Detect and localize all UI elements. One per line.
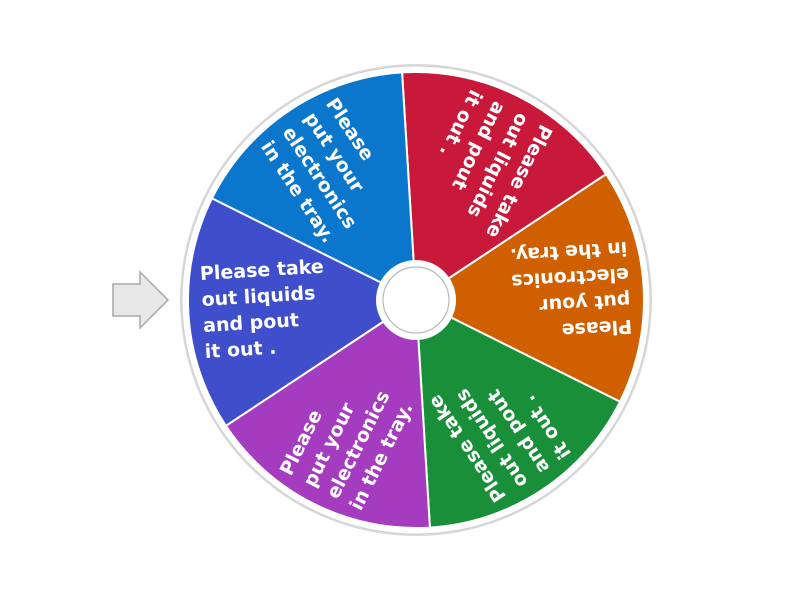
arrow-right-icon xyxy=(112,270,170,330)
wheel-segment[interactable] xyxy=(401,71,608,302)
wheel-segment[interactable] xyxy=(210,71,418,302)
wheel-segment[interactable] xyxy=(187,196,418,428)
wheel-segment[interactable] xyxy=(414,298,622,529)
wheel-hub-inner[interactable] xyxy=(382,266,450,334)
wheel-segment[interactable] xyxy=(224,298,431,529)
wheel-segment[interactable] xyxy=(414,172,645,404)
wheel-segments xyxy=(187,71,645,529)
